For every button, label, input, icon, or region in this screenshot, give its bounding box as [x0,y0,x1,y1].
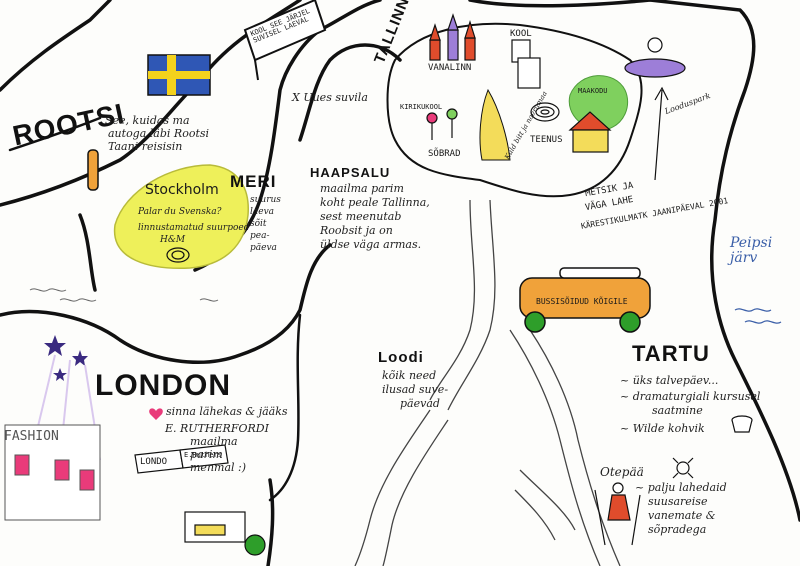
label-haapsalu: HAAPSALU [310,165,391,180]
note-london-4: parim [190,448,223,461]
stockholm-blob [113,164,249,269]
car-icon [87,149,99,191]
label-tartu: TARTU [632,341,710,366]
maakodu-blob [568,75,629,131]
label-kool: KOOL [510,29,532,39]
tram-cone [479,88,511,161]
note-loodi-2: ilusad suve- [382,383,449,396]
fashion-text: FASHION [4,429,59,444]
note-otepaa-4: sõpradega [648,523,707,536]
note-meri-2: laeva [250,207,275,217]
skier-figure [594,482,641,546]
road-branch-2 [514,489,556,541]
bus-text: BUSSISÕIDUD KÕIGILE [536,297,628,306]
note-haapsalu-2: koht peale Tallinna, [320,196,430,209]
heart-icon [149,408,163,420]
road-right-2 [529,329,621,566]
house-icon [568,111,612,153]
lower-coast-line [268,313,302,502]
note-uues-suvila: X Uues suvila [292,91,368,104]
label-vanalinn: VANALINN [428,63,472,73]
label-stockholm: Stockholm [145,182,219,198]
spiral-icon [530,102,560,122]
label-kirikukool: KIRIKUKOOL [400,103,443,111]
label-loodi: Loodi [378,349,424,366]
note-stockholm-2: linnustamatud suurpoed [138,223,250,233]
note-haapsalu-1: maailma parim [320,182,404,195]
tallinn-old-town [429,13,476,61]
note-otepaa-2: suusareise [648,495,708,508]
london-sign-text: LONDO [140,457,168,467]
haapsalu-bay-line [298,43,402,142]
school-buildings [511,39,541,89]
rootsi-underline [8,116,102,152]
bus-icon [519,267,651,333]
note-otepaa-1: ~ palju lahedaid [635,481,727,494]
note-stockholm-1: Palar du Svenska? [138,207,222,217]
label-london: LONDON [95,369,231,402]
note-haapsalu-3: sest meenutab [320,210,402,223]
west-coast-line [0,243,332,364]
sweden-coast-line [0,0,112,92]
note-meri-4: pea- [250,231,270,241]
note-meri-3: sõit [250,219,267,229]
sun-icon [672,457,694,479]
coffee-cup-icon [731,415,753,433]
road-left-2 [447,199,496,411]
london-signs [134,444,229,474]
south-coast-line [266,478,275,566]
friends-doodle [426,108,458,140]
sweden-west-line [78,213,97,292]
east-coast-line [468,0,800,522]
label-meri: MERI [230,172,277,191]
note-rootsi-3: Taani reisisin [108,140,183,153]
label-sobrad: SÕBRAD [428,149,461,159]
road-loodi-1 [354,409,431,566]
london-stars [44,335,88,381]
note-loodi-1: kõik need [382,369,437,382]
note-haapsalu-4: Roobsit ja on [320,224,393,237]
note-otepaa-3: vanemate & [648,509,716,522]
sweden-flag [147,54,211,96]
label-otepaa: Otepää [600,465,644,479]
tallinn-region [386,22,643,198]
note-tartu-2: ~ dramaturgiali kursusel [620,390,761,403]
arrow-up [654,86,669,181]
note-meri-1: suurus [250,195,281,205]
road-left-1 [429,199,476,401]
road-branch-1 [519,469,576,531]
note-stockholm-3: H&M [160,235,186,245]
rutherford-sign-text: E.Ruthers [184,451,222,459]
note-tartu-1: ~ üks talvepäev... [620,374,719,387]
note-haapsalu-5: üldse väga armas. [320,238,422,251]
ufo-boat-icon [624,37,686,78]
note-london-1: sinna lähekas & jääks [166,405,288,418]
label-teenus: TEENUS [530,135,563,145]
road-right-1 [509,329,601,566]
peipsi-waves [734,308,782,324]
note-tartu-4: ~ Wilde kohvik [620,422,705,435]
note-loodi-3: päevad [400,397,440,410]
fashion-board [4,424,101,521]
sea-waves [29,288,219,302]
note-london-5: menmal :) [190,461,247,474]
note-tartu-3: saatmine [652,404,703,417]
ferry-sign [243,0,327,81]
label-maakodu: MAAKODU [578,87,608,95]
stockholm-spiral-icon [166,247,190,263]
note-london-3: maailma [190,435,238,448]
note-london-2: E. RUTHERFORDI [165,422,269,435]
bridge-icon [184,511,266,556]
road-loodi-2 [382,419,449,566]
note-meri-5: päeva [250,243,277,253]
label-peipsi: Peipsi järv [730,235,773,266]
note-rootsi-1: See, kuidas ma [105,114,190,127]
note-rootsi-2: autoga läbi Rootsi [108,127,210,140]
